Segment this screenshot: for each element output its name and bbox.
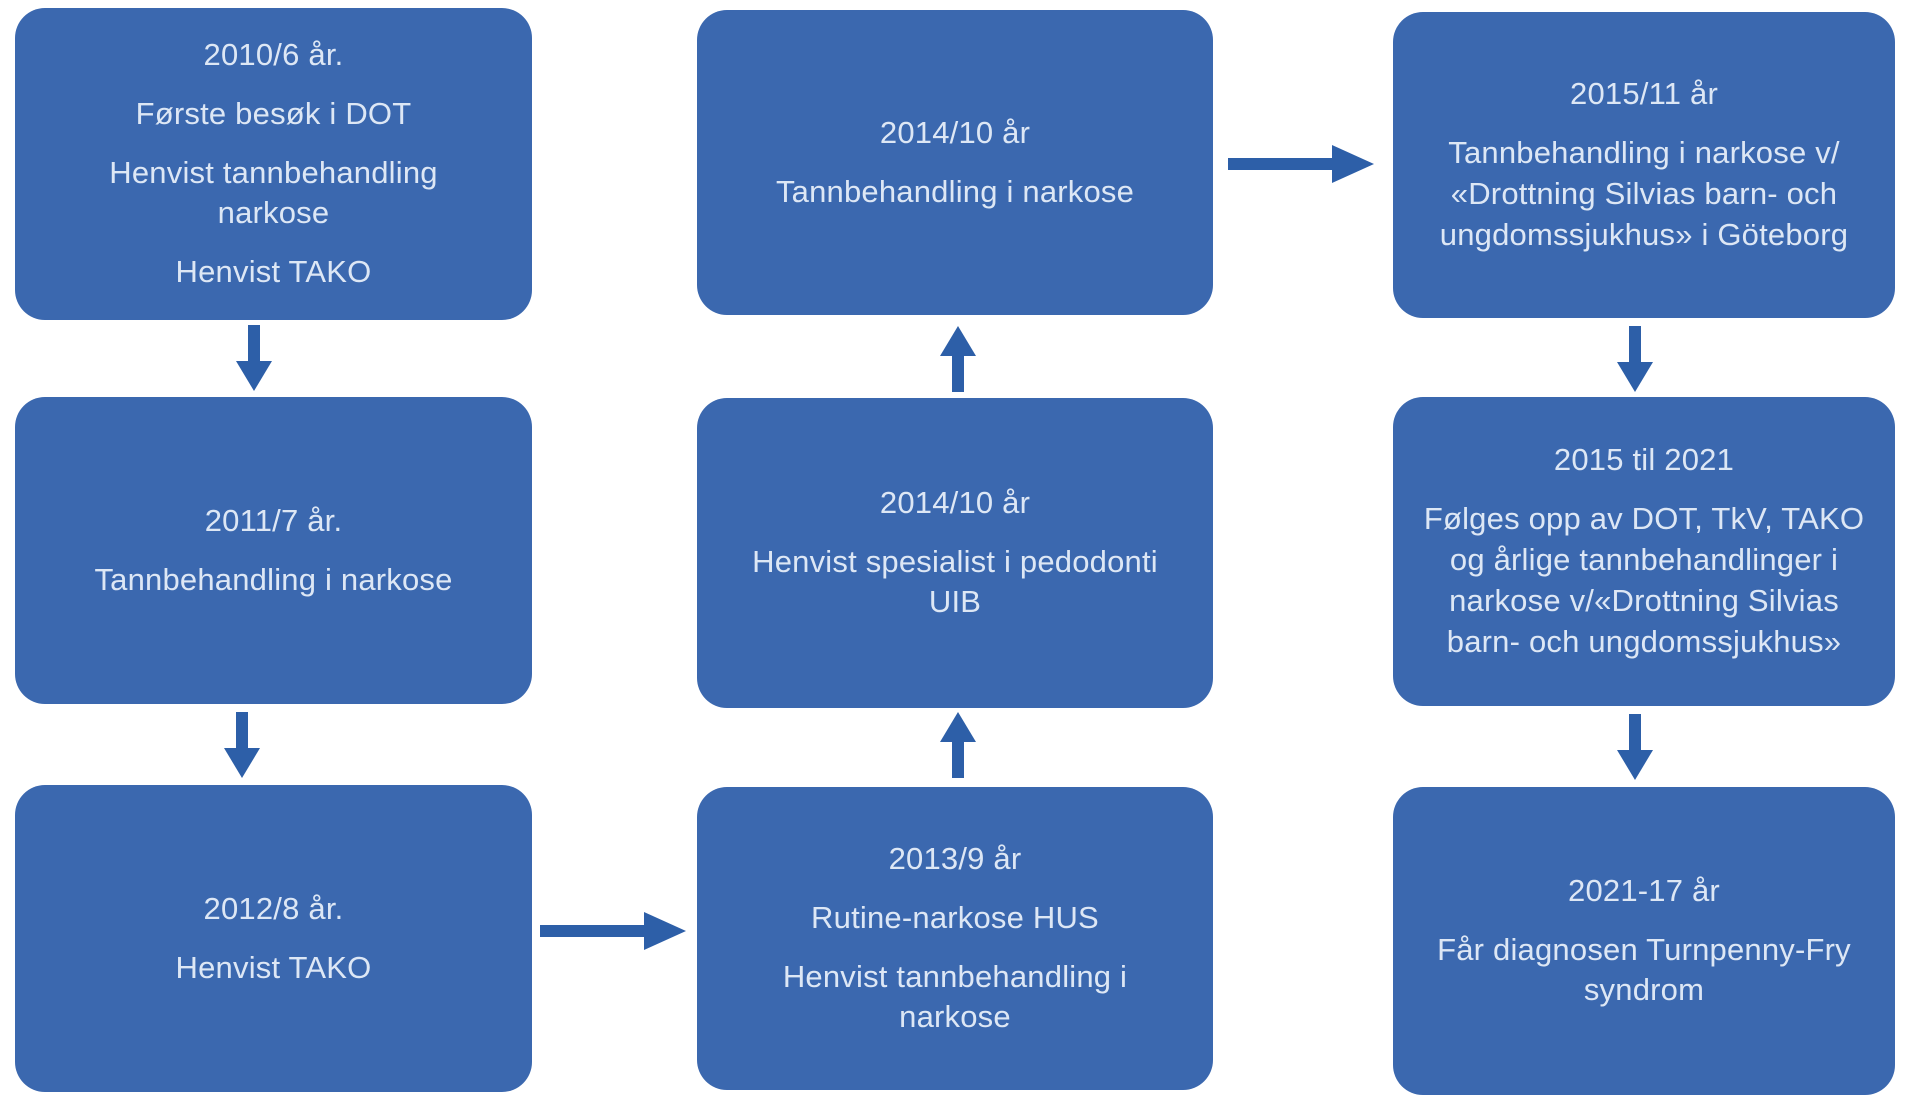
box-text: Tannbehandling i narkose v/ «Drottning S… (1439, 135, 1849, 252)
timeline-box-2010-first-visit: 2010/6 år. Første besøk i DOT Henvist ta… (15, 8, 532, 320)
timeline-box-2011-narkose: 2011/7 år. Tannbehandling i narkose (15, 397, 532, 704)
arrow-up-icon (938, 326, 978, 392)
box-text: Følges opp av DOT, TkV, TAKO og årlige t… (1423, 501, 1865, 659)
box-text: Henvist tannbehandling i narkose (782, 958, 1128, 1035)
timeline-box-2013-rutine-narkose: 2013/9 år Rutine-narkose HUS Henvist tan… (697, 787, 1213, 1090)
box-date-heading: 2012/8 år. (203, 890, 344, 926)
box-text: Tannbehandling i narkose (775, 173, 1135, 209)
arrow-down-icon (222, 712, 262, 778)
box-text: Henvist spesialist i pedodonti UIB (752, 543, 1158, 620)
arrow-down-icon (1615, 714, 1655, 780)
box-text: Henvist TAKO (175, 949, 372, 985)
timeline-box-2012-henvist-tako: 2012/8 år. Henvist TAKO (15, 785, 532, 1092)
box-text: Henvist TAKO (175, 254, 372, 290)
box-text: Får diagnosen Turnpenny-Fry syndrom (1437, 931, 1851, 1008)
box-date-heading: 2021-17 år (1568, 872, 1720, 908)
box-date-heading: 2014/10 år (879, 484, 1031, 520)
box-date-heading: 2011/7 år. (204, 502, 343, 538)
arrow-up-icon (938, 712, 978, 778)
box-date-heading: 2010/6 år. (203, 36, 344, 72)
box-date-heading: 2013/9 år (888, 840, 1022, 876)
arrow-right-icon (1228, 145, 1374, 183)
timeline-box-2015-2021-oppfolging: 2015 til 2021 Følges opp av DOT, TkV, TA… (1393, 397, 1895, 706)
box-date-heading: 2014/10 år (879, 114, 1031, 150)
arrow-down-icon (1615, 326, 1655, 392)
timeline-box-2015-goteborg: 2015/11 år Tannbehandling i narkose v/ «… (1393, 12, 1895, 318)
timeline-box-2021-diagnose: 2021-17 år Får diagnosen Turnpenny-Fry s… (1393, 787, 1895, 1095)
box-text: Rutine-narkose HUS (811, 899, 1099, 935)
box-text: Første besøk i DOT (135, 95, 412, 131)
box-date-heading: 2015 til 2021 (1553, 442, 1735, 478)
box-text: Henvist tannbehandling narkose (109, 154, 438, 231)
arrow-down-icon (234, 325, 274, 391)
arrow-right-icon (540, 912, 686, 950)
box-text: Tannbehandling i narkose (94, 561, 453, 597)
timeline-box-2014-pedodonti: 2014/10 år Henvist spesialist i pedodont… (697, 398, 1213, 708)
box-date-heading: 2015/11 år (1570, 76, 1718, 112)
timeline-box-2014-narkose: 2014/10 år Tannbehandling i narkose (697, 10, 1213, 315)
